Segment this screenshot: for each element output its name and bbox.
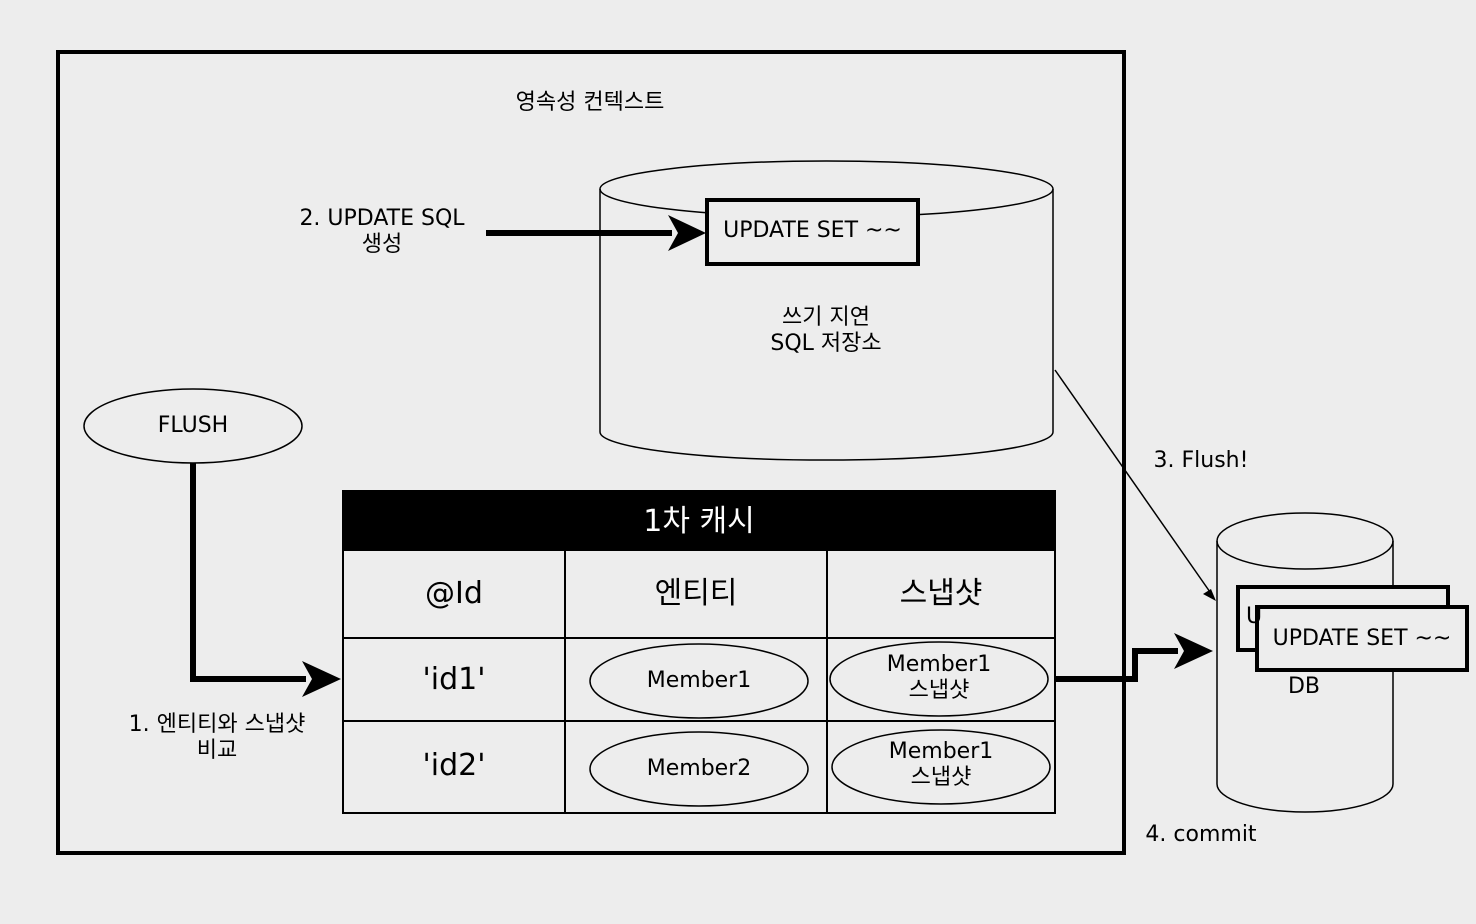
row2-entity: Member2 <box>646 756 752 781</box>
sql-store-label-line2: SQL 저장소 <box>770 331 882 357</box>
cache-header-entity: 엔티티 <box>654 576 738 611</box>
row1-entity: Member1 <box>646 668 752 693</box>
cache-header-snapshot: 스냅샷 <box>899 576 983 611</box>
entity-member2-ellipse <box>589 731 809 807</box>
step2-line1: 2. UPDATE SQL <box>299 206 465 231</box>
sql-store-label-line1: 쓰기 지연 <box>782 305 870 330</box>
step1-label: 1. 엔티티와 스냅샷 비교 <box>100 712 334 765</box>
first-level-cache-table <box>342 490 1056 814</box>
row2-id: 'id2' <box>422 748 486 783</box>
row2-snapshot-line2: 스냅샷 <box>910 765 972 791</box>
db-entry-front-box <box>1255 605 1469 672</box>
sql-store-entry-text: UPDATE SET ~~ <box>723 218 902 243</box>
generate-sql-arrow <box>486 215 706 251</box>
row1-snapshot: Member1 스냅샷 <box>830 652 1048 705</box>
persistence-context-title: 영속성 컨텍스트 <box>515 90 665 115</box>
row2-snapshot-line1: Member1 <box>888 739 994 764</box>
db-back-entry-glyph: U <box>1245 604 1263 629</box>
step1-line1: 1. 엔티티와 스냅샷 <box>128 712 306 737</box>
step2-label: 2. UPDATE SQL 생성 <box>262 206 502 259</box>
commit-arrow <box>1056 633 1213 682</box>
flush-node-label: FLUSH <box>157 413 229 438</box>
step4-label: 4. commit <box>1145 822 1257 847</box>
db-cylinder <box>1216 512 1394 813</box>
row1-id: 'id1' <box>422 662 486 697</box>
step2-line2: 생성 <box>361 232 403 258</box>
step3-label: 3. Flush! <box>1153 448 1249 473</box>
cache-title: 1차 캐시 <box>643 504 755 539</box>
cache-header-id: @Id <box>425 576 483 611</box>
snapshot-member1-ellipse <box>829 641 1049 717</box>
row1-snapshot-line1: Member1 <box>886 652 992 677</box>
step1-line2: 비교 <box>196 738 238 764</box>
row2-snapshot: Member1 스냅샷 <box>832 739 1050 792</box>
compare-arrow <box>190 463 341 697</box>
snapshot-member1-ellipse-2 <box>831 729 1051 805</box>
persistence-context-frame <box>56 50 1126 855</box>
sql-store-entry-box <box>705 198 920 266</box>
flush-arrow <box>1054 369 1216 601</box>
db-entry-text: UPDATE SET ~~ <box>1272 626 1452 651</box>
sql-store-label: 쓰기 지연 SQL 저장소 <box>700 305 952 358</box>
entity-member1-ellipse <box>589 643 809 719</box>
row1-snapshot-line2: 스냅샷 <box>908 678 970 704</box>
db-label: DB <box>1287 674 1321 699</box>
